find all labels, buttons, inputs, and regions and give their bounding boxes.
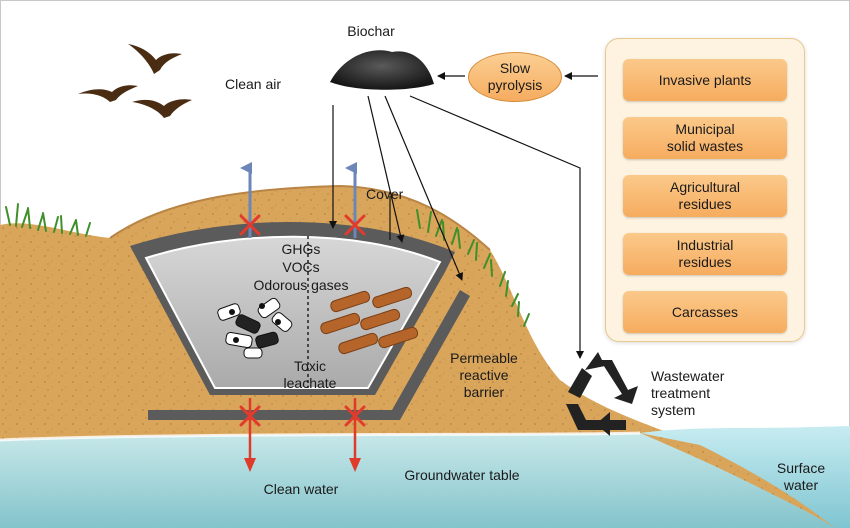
biochar-pile [330,50,434,90]
source-agricultural-residues: Agricultural residues [623,175,787,217]
clean-water-label: Clean water [263,481,339,497]
surface-water-region [640,426,850,528]
source-invasive-plants: Invasive plants [623,59,787,101]
biochar-flow-arrows [329,72,598,359]
block-marks [239,214,366,427]
permeable-reactive-barrier-label: Permeable reactive barrier [450,350,518,400]
groundwater-front [0,433,835,528]
feedstock-panel: Invasive plants Municipal solid wastes A… [605,38,805,342]
water-arrows [244,398,361,472]
landfill-cell [130,221,455,395]
groundwater-table-label: Groundwater table [404,467,520,483]
slow-pyrolysis-label: Slow pyrolysis [487,60,543,93]
source-industrial-residues: Industrial residues [623,233,787,275]
birds-icon [78,44,192,118]
grass-tufts [5,203,530,327]
surface-water-label: Surface water [776,460,826,493]
logs-icon [320,286,419,355]
cover-label: Cover [366,186,404,202]
source-municipal-solid-wastes: Municipal solid wastes [623,117,787,159]
wastewater-treatment-label: Wastewater treatment system [651,368,725,418]
recycle-icon [566,352,638,436]
gases-label: GHGs VOCs Odorous gases [253,241,349,293]
source-carcasses: Carcasses [623,291,787,333]
slow-pyrolysis-node: Slow pyrolysis [468,52,562,102]
toxic-leachate-label: Toxic leachate [283,358,337,391]
clean-air-label: Clean air [224,76,282,92]
biochar-label: Biochar [347,23,395,39]
carcasses-icon [217,297,293,359]
